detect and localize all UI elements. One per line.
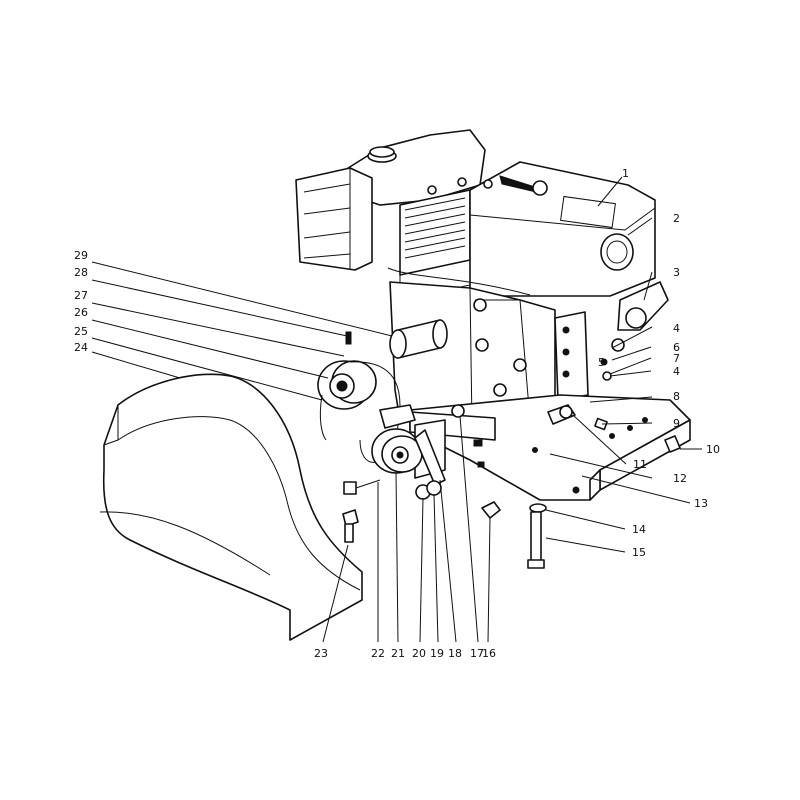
callout-22: 22	[371, 647, 385, 660]
callout-16: 16	[482, 647, 496, 660]
belt-guard	[99, 373, 363, 641]
callout-8: 8	[673, 390, 680, 403]
leader-lines	[91, 176, 702, 643]
pulley-belt-assembly	[317, 331, 501, 519]
callout-labels: 1 2 3 4 5 6 7 4 8 9 10 11 12 13 14 15 16…	[74, 167, 720, 660]
callout-18: 18	[448, 647, 462, 660]
callout-1: 1	[622, 167, 629, 180]
callout-12: 12	[673, 472, 687, 485]
callout-23: 23	[314, 647, 328, 660]
callout-13: 13	[694, 497, 708, 510]
callout-4b: 4	[673, 365, 680, 378]
callout-14: 14	[632, 523, 646, 536]
right-side-hardware	[527, 404, 681, 569]
callout-29: 29	[74, 249, 88, 262]
callout-25: 25	[74, 325, 88, 338]
callout-26: 26	[74, 306, 88, 319]
callout-28: 28	[74, 266, 88, 279]
callout-6: 6	[673, 341, 680, 354]
callout-4a: 4	[673, 322, 680, 335]
callout-7: 7	[673, 352, 680, 365]
callout-5: 5	[598, 356, 605, 369]
callout-9: 9	[673, 417, 680, 430]
callout-10: 10	[706, 443, 720, 456]
callout-17: 17	[470, 647, 484, 660]
callout-20: 20	[412, 647, 426, 660]
callout-2: 2	[673, 212, 680, 225]
callout-19: 19	[430, 647, 444, 660]
callout-24: 24	[74, 341, 88, 354]
callout-3: 3	[673, 266, 680, 279]
frame-plate	[409, 394, 691, 501]
callout-21: 21	[391, 647, 405, 660]
callout-11: 11	[633, 458, 647, 471]
engine-assembly	[295, 129, 669, 436]
callout-15: 15	[632, 546, 646, 559]
callout-27: 27	[74, 289, 88, 302]
